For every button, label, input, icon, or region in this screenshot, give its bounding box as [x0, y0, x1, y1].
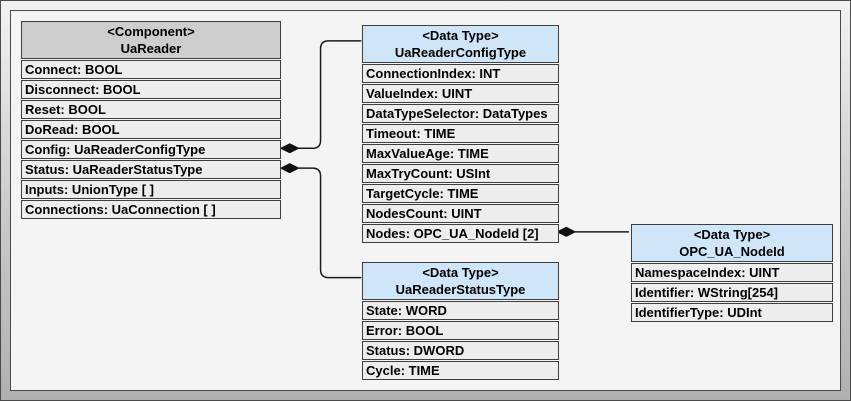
attribute-row: Disconnect: BOOL	[21, 80, 281, 99]
attribute-row: DataTypeSelector: DataTypes	[362, 104, 559, 123]
box-title: OPC_UA_NodeId	[679, 244, 785, 259]
box-title: UaReaderConfigType	[394, 45, 527, 60]
stereotype-label: <Component>	[107, 24, 195, 39]
attribute-row: Status: DWORD	[362, 341, 559, 360]
composition-diamond-config	[279, 143, 300, 154]
attribute-row: Connect: BOOL	[21, 60, 281, 79]
attribute-row: Connections: UaConnection [ ]	[21, 200, 281, 219]
stereotype-label: <Data Type>	[693, 227, 771, 242]
attribute-row: Cycle: TIME	[362, 361, 559, 380]
attribute-row: ConnectionIndex: INT	[362, 64, 559, 83]
composition-diamond-status	[279, 163, 300, 174]
attribute-row: DoRead: BOOL	[21, 120, 281, 139]
box-title: UaReaderStatusType	[395, 282, 526, 297]
attribute-row: IdentifierType: UDInt	[631, 303, 833, 322]
box-header: <Data Type> OPC_UA_NodeId	[631, 224, 833, 262]
attribute-row: Config: UaReaderConfigType	[21, 140, 281, 159]
class-box-uareaderconfigtype[interactable]: <Data Type> UaReaderConfigType Connectio…	[362, 25, 559, 243]
attribute-row: Error: BOOL	[362, 321, 559, 340]
class-box-uareaderstatustype[interactable]: <Data Type> UaReaderStatusType State: WO…	[362, 262, 559, 380]
attribute-row: Inputs: UnionType [ ]	[21, 180, 281, 199]
attribute-row: Timeout: TIME	[362, 124, 559, 143]
attribute-row: MaxValueAge: TIME	[362, 144, 559, 163]
stereotype-label: <Data Type>	[422, 265, 499, 280]
attribute-row: NamespaceIndex: UINT	[631, 263, 833, 282]
attribute-row: NodesCount: UINT	[362, 204, 559, 223]
box-header: <Data Type> UaReaderConfigType	[362, 25, 559, 63]
attribute-row: State: WORD	[362, 301, 559, 320]
box-header: <Data Type> UaReaderStatusType	[362, 262, 559, 300]
attribute-row: Reset: BOOL	[21, 100, 281, 119]
attribute-row: Identifier: WString[254]	[631, 283, 833, 302]
box-title: UaReader	[120, 41, 182, 56]
class-box-opc-ua-nodeid[interactable]: <Data Type> OPC_UA_NodeId NamespaceIndex…	[631, 224, 833, 322]
attribute-row: MaxTryCount: USInt	[362, 164, 559, 183]
attribute-row: Status: UaReaderStatusType	[21, 160, 281, 179]
box-header: <Component> UaReader	[21, 21, 281, 59]
attribute-row: Nodes: OPC_UA_NodeId [2]	[362, 224, 559, 243]
stereotype-label: <Data Type>	[422, 28, 499, 43]
composition-diamond-nodes	[556, 226, 577, 237]
connector-status	[298, 167, 362, 279]
attribute-row: ValueIndex: UINT	[362, 84, 559, 103]
attribute-row: TargetCycle: TIME	[362, 184, 559, 203]
connector-config	[298, 40, 362, 150]
